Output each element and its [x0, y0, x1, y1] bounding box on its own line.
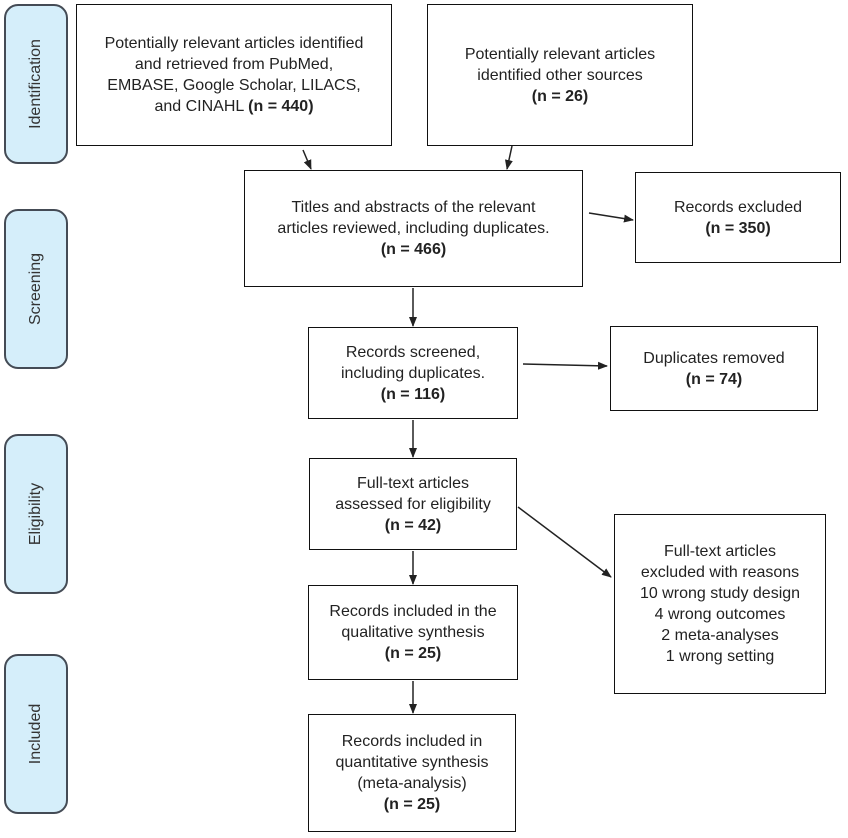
count-fulltext-assessed: (n = 42)	[384, 516, 442, 534]
box-records-excluded: Records excluded (n = 350)	[635, 172, 841, 263]
arrow-databases-to-titles	[302, 149, 312, 170]
box-records-screened: Records screened, including duplicates. …	[308, 327, 518, 419]
phase-identification: Identification	[4, 4, 68, 164]
box-identified-databases: Potentially relevant articles identified…	[76, 4, 392, 146]
count-quantitative: (n = 25)	[383, 796, 441, 813]
arrow-other-to-titles	[505, 145, 513, 170]
arrow-titles-to-excluded	[588, 212, 634, 223]
count-identified-other: (n = 26)	[531, 87, 589, 105]
box-titles-abstracts: Titles and abstracts of the relevant art…	[244, 170, 583, 287]
box-quantitative-synthesis: Records included in quantitative synthes…	[308, 714, 516, 832]
box-identified-other: Potentially relevant articles identified…	[427, 4, 693, 146]
count-identified-databases: (n = 440)	[248, 98, 314, 115]
arrow-screened-to-duplicates	[522, 361, 608, 370]
phase-eligibility: Eligibility	[4, 434, 68, 594]
box-duplicates-removed: Duplicates removed (n = 74)	[610, 326, 818, 411]
count-titles-abstracts: (n = 466)	[380, 241, 447, 258]
phase-screening: Screening	[4, 209, 68, 369]
phase-included: Included	[4, 654, 68, 814]
count-duplicates-removed: (n = 74)	[685, 370, 743, 388]
count-records-excluded: (n = 350)	[705, 219, 771, 237]
count-records-screened: (n = 116)	[380, 385, 446, 403]
box-fulltext-assessed: Full-text articles assessed for eligibil…	[309, 458, 517, 550]
count-qualitative: (n = 25)	[384, 645, 442, 662]
arrow-fulltext-to-excluded	[517, 506, 612, 578]
box-qualitative-synthesis: Records included in the qualitative synt…	[308, 585, 518, 680]
box-fulltext-excluded: Full-text articles excluded with reasons…	[614, 514, 826, 694]
